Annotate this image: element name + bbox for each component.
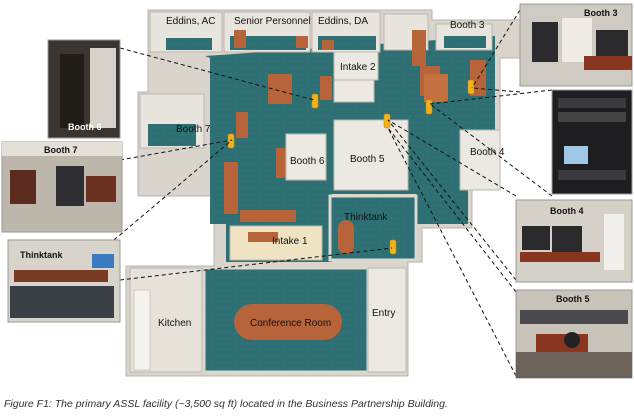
- photo-thinktank: Thinktank: [7, 239, 121, 323]
- room-label-intake1: Intake 1: [272, 236, 308, 247]
- photo-label-booth3: Booth 3: [584, 8, 618, 18]
- room-label-booth7: Booth 7: [176, 124, 211, 135]
- photo-booth3: Booth 3: [519, 3, 633, 87]
- room-label-booth4: Booth 4: [470, 147, 505, 158]
- room-label-thinktank: Thinktank: [344, 212, 388, 223]
- photo-label-booth4: Booth 4: [550, 206, 584, 216]
- room-label-booth3: Booth 3: [450, 20, 485, 31]
- photo-booth5: Booth 5: [515, 289, 633, 379]
- photo-label-booth6: Booth 6: [68, 122, 102, 132]
- top-offices: [149, 11, 493, 53]
- photo-label-booth7: Booth 7: [44, 145, 78, 155]
- photo-booth6: Booth 6: [47, 39, 121, 139]
- room-label-kitchen: Kitchen: [158, 318, 191, 329]
- photo-label-thinktank: Thinktank: [20, 250, 63, 260]
- room-label-booth5: Booth 5: [350, 154, 385, 165]
- room-label-eddins-da: Eddins, DA: [318, 16, 368, 27]
- photo-booth3-rack: [551, 89, 633, 195]
- room-label-eddins-ac: Eddins, AC: [166, 16, 215, 27]
- floor-plan: Eddins, AC Senior Personnel Eddins, DA B…: [125, 9, 521, 377]
- room-label-senior-personnel: Senior Personnel: [234, 16, 311, 27]
- room-label-intake2: Intake 2: [340, 62, 376, 73]
- room-label-conference-room: Conference Room: [250, 318, 331, 329]
- photo-label-booth5: Booth 5: [556, 294, 590, 304]
- room-label-booth6: Booth 6: [290, 156, 325, 167]
- leader-lines: [113, 9, 553, 377]
- room-label-entry: Entry: [372, 308, 395, 319]
- figure-caption: Figure F1: The primary ASSL facility (~3…: [4, 398, 448, 410]
- photo-booth7: Booth 7: [1, 141, 123, 233]
- photo-booth4: Booth 4: [515, 199, 633, 283]
